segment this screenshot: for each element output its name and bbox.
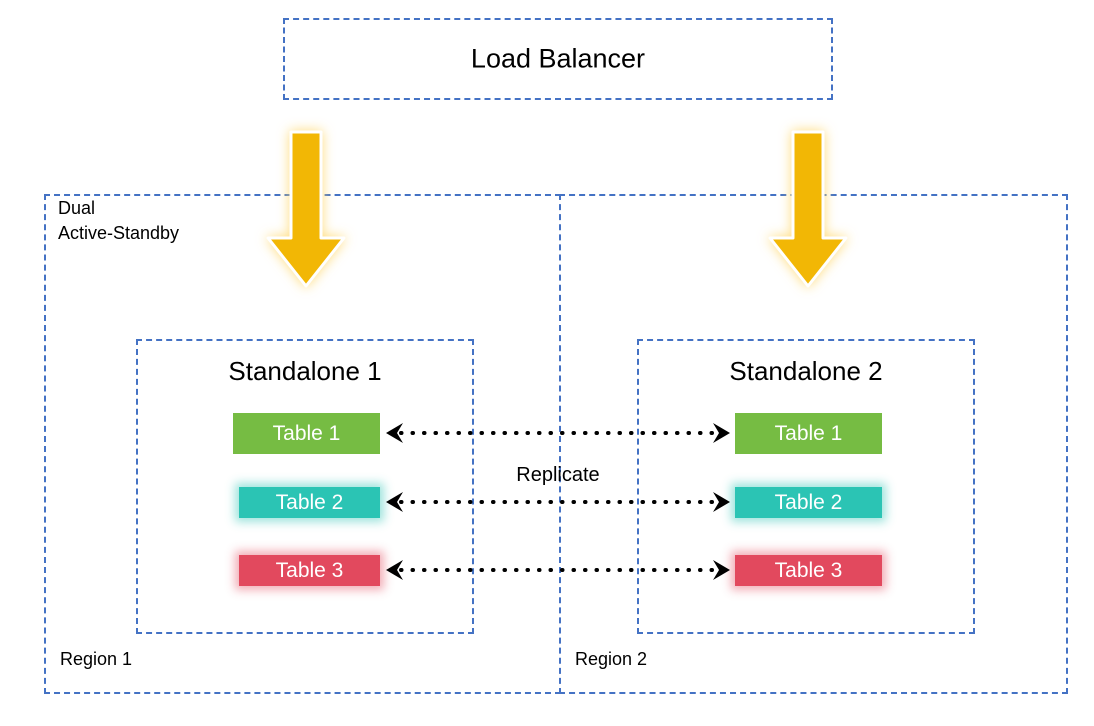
replicate-connector-table-1: [383, 421, 733, 445]
standalone-1-title: Standalone 1: [228, 356, 382, 386]
load-balancer-label: Load Balancer: [470, 43, 646, 74]
replicate-label: Replicate: [516, 464, 600, 486]
load-balancer-box: Load Balancer: [283, 18, 833, 100]
standalone-2-table-3: Table 3: [735, 555, 882, 586]
dual-active-standby-caption: Dual Active-Standby: [58, 196, 179, 246]
traffic-arrow-region-1-icon: [264, 130, 348, 290]
dual-caption-line-2: Active-Standby: [58, 223, 180, 243]
standalone-2-title: Standalone 2: [729, 356, 883, 386]
traffic-arrow-region-2-icon: [766, 130, 850, 290]
standalone-2-box: Standalone 2: [637, 339, 975, 634]
standalone-1-table-3: Table 3: [239, 555, 380, 586]
replicate-connector-table-3: [383, 558, 733, 582]
region-1-label: Region 1: [60, 649, 133, 669]
region-2-label: Region 2: [575, 649, 648, 669]
dual-caption-line-1: Dual: [58, 198, 96, 218]
standalone-2-table-1: Table 1: [735, 413, 882, 454]
standalone-1-table-1: Table 1: [233, 413, 380, 454]
standalone-1-table-2: Table 2: [239, 487, 380, 518]
standalone-2-table-2: Table 2: [735, 487, 882, 518]
replicate-connector-table-2: [383, 490, 733, 514]
standalone-1-box: Standalone 1: [136, 339, 474, 634]
